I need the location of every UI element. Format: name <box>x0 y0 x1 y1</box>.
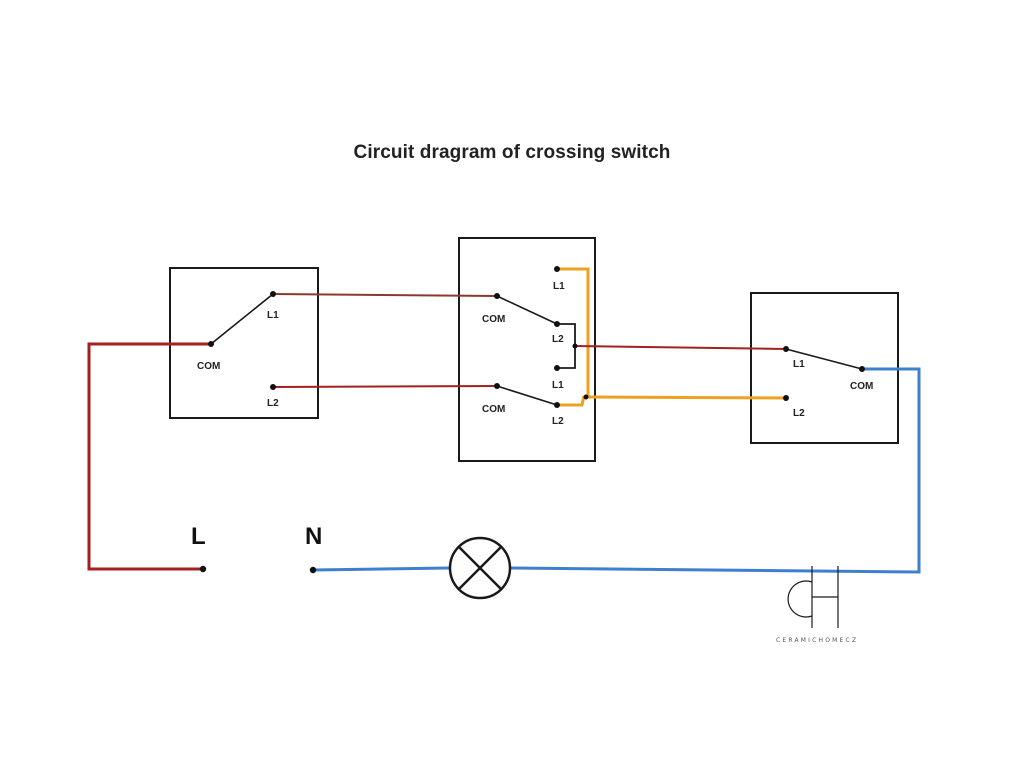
middle-terminal-label-3: L1 <box>552 380 564 391</box>
cross-wire-to-right-l2 <box>587 395 787 400</box>
terminal-dot <box>494 293 500 299</box>
middle-terminal-label-2: L2 <box>552 334 564 345</box>
cross-wire-upper <box>557 267 590 397</box>
traveller-wire-right-l1 <box>574 345 787 350</box>
terminal-dot <box>554 321 560 327</box>
terminal-dot <box>554 266 560 272</box>
neutral-wire-right <box>510 367 921 574</box>
terminal-dot <box>554 365 560 371</box>
middle-switch-com-upper-label: COM <box>482 314 505 325</box>
middle-upper-contact <box>496 295 558 325</box>
watermark-text: CERAMICHOMECZ <box>776 637 858 644</box>
terminal-dot <box>208 341 214 347</box>
live-terminal-label: L <box>191 523 206 550</box>
terminal-dot <box>199 565 207 573</box>
traveller-wire-l1 <box>272 293 498 297</box>
terminal-dot <box>554 402 560 408</box>
middle-bridge-link <box>557 323 576 369</box>
middle-switch-box <box>458 237 596 462</box>
terminal-dot <box>859 366 865 372</box>
cross-wire-lower <box>557 395 586 407</box>
right-switch-com-label: COM <box>850 381 873 392</box>
neutral-terminal-label: N <box>305 523 322 550</box>
left-switch-com-label: COM <box>197 361 220 372</box>
left-switch-l1-label: L1 <box>267 310 279 321</box>
terminal-dot <box>309 566 317 574</box>
watermark-logo <box>787 566 839 628</box>
right-switch-l2-label: L2 <box>793 408 805 419</box>
terminal-dot <box>583 394 589 400</box>
left-switch-contact <box>210 293 274 345</box>
right-switch-l1-label: L1 <box>793 359 805 370</box>
middle-terminal-label-4: L2 <box>552 416 564 427</box>
traveller-wire-l2 <box>272 385 498 388</box>
right-switch-contact <box>785 348 863 370</box>
middle-switch-com-lower-label: COM <box>482 404 505 415</box>
terminal-dot <box>572 343 578 349</box>
middle-terminal-label-1: L1 <box>553 281 565 292</box>
terminal-dots <box>199 266 865 574</box>
lamp-icon <box>448 536 512 600</box>
diagram-title: Circuit dragram of crossing switch <box>353 142 671 163</box>
middle-lower-contact <box>496 385 558 406</box>
left-switch-l2-label: L2 <box>267 398 279 409</box>
terminal-dot <box>494 383 500 389</box>
terminal-dot <box>783 395 789 401</box>
neutral-wire-left <box>312 566 450 572</box>
terminal-dot <box>783 346 789 352</box>
terminal-dot <box>270 291 276 297</box>
terminal-dot <box>270 384 276 390</box>
live-wire <box>87 342 211 571</box>
